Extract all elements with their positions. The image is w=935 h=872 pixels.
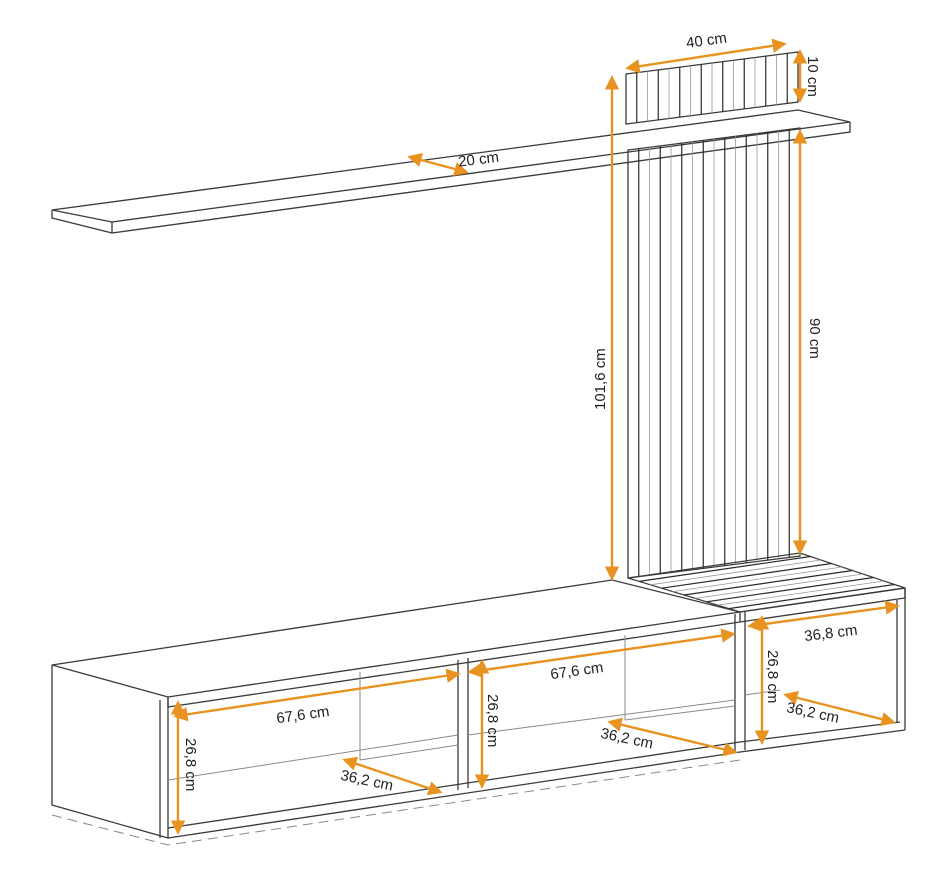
label-mid-height: 26,8 cm [484, 694, 501, 747]
top-slat-line [683, 569, 853, 596]
label-left-depth: 36,2 cm [339, 767, 395, 795]
top-slat-line [672, 566, 843, 592]
cabinet [51, 579, 906, 846]
dimension-labels: 40 cm 10 cm 20 cm 101,6 cm 90 cm 67,6 cm… [182, 29, 858, 794]
top-slat-line [695, 573, 864, 599]
dim-right-depth [783, 690, 896, 727]
slat-back-panel [627, 127, 801, 579]
label-40: 40 cm [685, 29, 728, 52]
label-mid-depth: 36,2 cm [599, 725, 655, 753]
dim-left-width [173, 668, 461, 722]
label-left-height: 26,8 cm [182, 738, 199, 791]
label-right-depth: 36,2 cm [785, 699, 841, 727]
top-slat-line [661, 562, 832, 589]
dim-20 [407, 153, 469, 176]
top-slat-line [706, 576, 874, 603]
dim-right-width [747, 600, 900, 632]
label-left-width: 67,6 cm [275, 703, 330, 727]
top-slat-line [717, 580, 885, 606]
label-mid-width: 67,6 cm [549, 659, 604, 683]
label-101-6: 101,6 cm [592, 348, 609, 410]
dim-left-depth [342, 756, 443, 796]
top-slat-line [650, 559, 822, 586]
top-slats [639, 555, 895, 610]
label-right-width: 36,8 cm [803, 622, 858, 645]
top-slat-line [639, 555, 811, 582]
dim-40 [625, 38, 787, 74]
panel-slats [638, 129, 790, 577]
slat-top-surface [627, 552, 906, 613]
label-20: 20 cm [457, 149, 500, 171]
top-slat-line [728, 583, 895, 610]
dim-mid-depth [607, 717, 738, 757]
label-90: 90 cm [806, 318, 823, 359]
dimension-lines [170, 38, 900, 835]
wall-shelf [51, 109, 851, 234]
label-10: 10 cm [804, 56, 821, 97]
label-right-height: 26,8 cm [764, 650, 781, 703]
dim-mid-width [467, 628, 736, 678]
